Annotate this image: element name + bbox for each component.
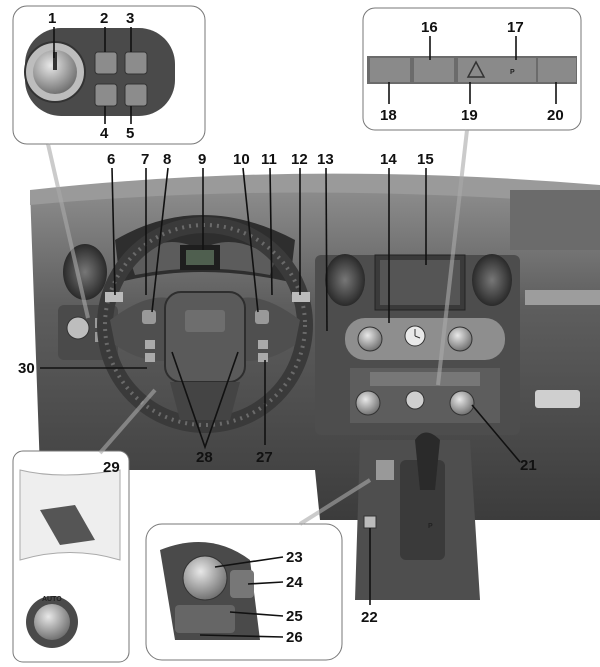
callout-11: 11 [261, 151, 277, 168]
callout-7: 7 [141, 151, 149, 168]
callout-25: 25 [286, 608, 303, 625]
callout-26: 26 [286, 629, 303, 646]
callout-13: 13 [317, 151, 334, 168]
callout-19: 19 [461, 107, 478, 124]
callout-28: 28 [196, 449, 213, 466]
callout-27: 27 [256, 449, 273, 466]
callout-16: 16 [421, 19, 438, 36]
callout-15: 15 [417, 151, 434, 168]
callout-29: 29 [103, 459, 120, 476]
callout-1: 1 [48, 10, 56, 27]
callout-8: 8 [163, 151, 171, 168]
callout-4: 4 [100, 125, 109, 142]
park-distance-label: P [510, 69, 515, 76]
callout-20: 20 [547, 107, 564, 124]
center-console [315, 254, 520, 435]
callout-3: 3 [126, 10, 134, 27]
steering-wheel [97, 217, 313, 433]
callout-23: 23 [286, 549, 303, 566]
callout-30: 30 [18, 360, 35, 377]
callout-6: 6 [107, 151, 115, 168]
callout-24: 24 [286, 574, 303, 591]
callout-9: 9 [198, 151, 206, 168]
auto-knob-label: AUTO [42, 596, 62, 603]
callout-5: 5 [126, 125, 134, 142]
svg-text:P: P [428, 523, 433, 530]
inset-auto-knob: AUTO [12, 450, 130, 663]
callout-12: 12 [291, 151, 308, 168]
callout-22: 22 [361, 609, 378, 626]
leader-lines [40, 27, 557, 638]
callout-numbers: 1 2 3 4 5 6 7 8 9 10 11 12 13 14 15 16 1… [18, 10, 564, 646]
left-vent [63, 244, 107, 300]
callout-2: 2 [100, 10, 108, 27]
callout-18: 18 [380, 107, 397, 124]
callout-17: 17 [507, 19, 524, 36]
callout-21: 21 [520, 457, 537, 474]
dashboard-illustration: P [30, 173, 600, 600]
inset-lighting-switch [12, 5, 206, 145]
inset-switch-panel: P [362, 7, 582, 131]
callout-10: 10 [233, 151, 250, 168]
inset-terrain-controls [145, 523, 343, 661]
callout-14: 14 [380, 151, 397, 168]
